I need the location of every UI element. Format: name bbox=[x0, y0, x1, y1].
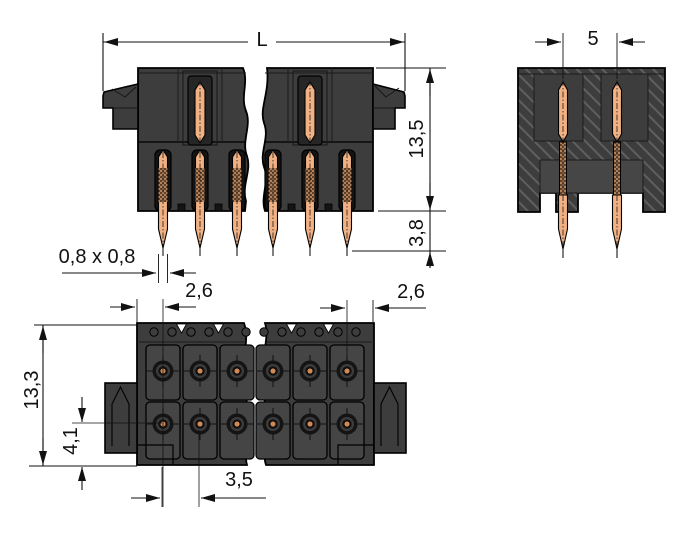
front-pins bbox=[154, 148, 356, 256]
dim-label-pin-protrusion: 3,8 bbox=[406, 219, 428, 247]
plan-latch-right bbox=[373, 382, 407, 454]
dim-label-pin-pitch: 3,5 bbox=[225, 469, 253, 491]
plan-cells bbox=[145, 344, 365, 460]
plan-view bbox=[104, 322, 407, 466]
dim-label-edge-to-first-pin: 2,6 bbox=[185, 280, 213, 302]
plan-keying-strip bbox=[139, 323, 372, 343]
dim-label-pin-cross-section: 0,8 x 0,8 bbox=[58, 246, 136, 268]
dim-label-body-height: 13,5 bbox=[406, 119, 428, 159]
front-view bbox=[102, 67, 406, 256]
dim-label-pin-row-inset: 4,1 bbox=[60, 427, 82, 455]
dim-label-row-pitch: 5 bbox=[587, 28, 599, 50]
dim-label-body-depth: 13,3 bbox=[21, 370, 43, 410]
dim-label-last-pin-to-edge: 2,6 bbox=[397, 281, 425, 303]
plan-contacts bbox=[147, 355, 363, 440]
front-latch-left bbox=[102, 82, 139, 130]
dim-label-overall-length: L bbox=[256, 29, 268, 51]
front-back-pin-window-left bbox=[182, 70, 218, 146]
side-pins bbox=[557, 80, 623, 258]
side-section-view bbox=[517, 67, 666, 258]
plan-latch-left bbox=[104, 382, 138, 454]
front-latch-right bbox=[372, 82, 406, 130]
dimension-lines bbox=[29, 33, 645, 507]
front-back-pin-window-right bbox=[292, 70, 328, 146]
